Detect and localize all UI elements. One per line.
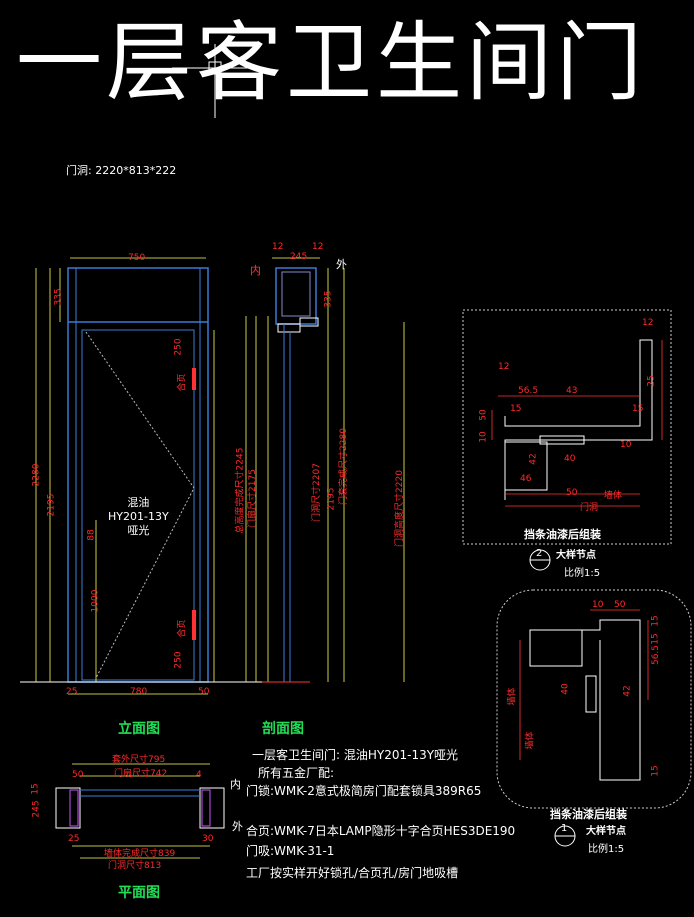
plan-in: 内 bbox=[230, 778, 241, 791]
plan-drawing bbox=[55, 763, 225, 859]
d1-caption: 挡条油漆后组装 bbox=[550, 808, 627, 821]
sec-v-2: 门扇尺寸2175 bbox=[247, 469, 258, 528]
d2-dim-11: 50 bbox=[566, 488, 578, 498]
d1-dim-2: 50 bbox=[614, 600, 626, 610]
plan-out: 外 bbox=[232, 820, 243, 833]
sec-top-3: 12 bbox=[312, 242, 324, 252]
d2-dim-13: 12 bbox=[498, 362, 510, 372]
note-1: 一层客卫生间门: 混油HY201-13Y哑光 bbox=[252, 748, 459, 762]
elev-mid-a: 88 bbox=[86, 529, 97, 541]
elev-bottom-3: 50 bbox=[198, 687, 210, 697]
plan-small-4: 50 bbox=[72, 770, 84, 780]
d1-dim-5: 15 bbox=[650, 765, 661, 777]
d2-dim-14: 10 bbox=[620, 440, 632, 450]
d1-dim-9: 墙体 bbox=[507, 687, 518, 706]
elev-hinge-top: 合页 bbox=[177, 373, 188, 392]
d1-dim-6: 56.5 bbox=[651, 644, 662, 666]
d2-caption: 挡条油漆后组装 bbox=[524, 528, 601, 541]
sec-top-1: 12 bbox=[272, 242, 284, 252]
elev-bottom-2: 780 bbox=[130, 687, 148, 697]
elev-height-3: 335 bbox=[53, 288, 64, 306]
page-title: 一层客卫生间门 bbox=[16, 13, 646, 113]
d2-dim-8: 42 bbox=[528, 453, 539, 465]
plan-small-2: 25 bbox=[68, 834, 80, 844]
note-3: 门锁:WMK-2意式极简房门配套锁具389R65 bbox=[246, 784, 482, 798]
note-6: 工厂按实样开好锁孔/合页孔/房门地吸槽 bbox=[246, 866, 459, 880]
sec-out: 外 bbox=[336, 258, 347, 271]
sec-v-6: 门洞高度尺寸2220 bbox=[394, 470, 405, 547]
plan-small-3: 30 bbox=[202, 834, 214, 844]
d2-dim-16: 门洞 bbox=[580, 503, 599, 513]
elev-mid-b: 1000 bbox=[90, 589, 101, 613]
note-4: 合页:WMK-7日本LAMP隐形十字合页HES3DE190 bbox=[246, 824, 516, 838]
sec-side: 335 bbox=[323, 290, 334, 308]
sec-top-2: 245 bbox=[290, 252, 308, 262]
d1-dim-1: 10 bbox=[592, 600, 604, 610]
d1-number: 1 bbox=[561, 823, 568, 834]
section-label: 剖面图 bbox=[262, 721, 304, 737]
elev-hinge-bottom: 合页 bbox=[177, 619, 188, 638]
elevation-drawing bbox=[20, 257, 260, 695]
sec-v-1: 总高度完成尺寸2245 bbox=[235, 447, 246, 534]
door-opening-size: 门洞: 2220*813*222 bbox=[66, 164, 177, 177]
plan-side-b: 245 bbox=[31, 800, 42, 818]
elev-finish-1: 混油 bbox=[127, 496, 150, 509]
elev-right-top: 250 bbox=[173, 338, 184, 356]
d2-node: 大样节点 bbox=[556, 550, 596, 561]
d2-dim-7: 10 bbox=[478, 431, 489, 443]
d2-dim-15: 25 bbox=[646, 375, 657, 387]
cad-crosshair bbox=[172, 44, 262, 118]
elev-height-2: 2195 bbox=[46, 493, 57, 517]
d1-dim-3: 15 bbox=[650, 615, 661, 627]
d2-dim-5: 15 bbox=[632, 404, 644, 414]
d2-scale: 比例1:5 bbox=[564, 568, 601, 579]
d2-dim-2: 56.5 bbox=[518, 386, 539, 396]
elev-finish-3: 哑光 bbox=[127, 524, 150, 537]
elev-finish: 混油 HY201-13Y 哑光 bbox=[108, 496, 169, 538]
d1-scale: 比例1:5 bbox=[588, 844, 625, 855]
elev-height-1: 2280 bbox=[31, 463, 42, 487]
d2-dim-1: 12 bbox=[642, 318, 654, 328]
elev-finish-2: HY201-13Y bbox=[108, 510, 169, 523]
sec-v-4: 门套完成尺寸2280 bbox=[338, 428, 349, 505]
d2-dim-10: 46 bbox=[520, 474, 532, 484]
d2-number: 2 bbox=[536, 548, 543, 559]
elev-bottom-1: 25 bbox=[66, 687, 78, 697]
detail-1-drawing bbox=[496, 589, 692, 847]
d1-dim-7: 40 bbox=[560, 683, 571, 695]
plan-top-2: 门扇尺寸742 bbox=[114, 769, 168, 779]
detail-2-drawing bbox=[462, 309, 672, 571]
elevation-label: 立面图 bbox=[118, 721, 160, 737]
plan-side-a: 15 bbox=[30, 783, 41, 795]
d1-dim-4: 15 bbox=[650, 633, 661, 645]
plan-label: 平面图 bbox=[118, 885, 160, 901]
d2-dim-3: 43 bbox=[566, 386, 578, 396]
d1-dim-8: 42 bbox=[622, 685, 633, 697]
plan-top-1: 套外尺寸795 bbox=[112, 755, 166, 765]
sec-v-3: 门洞尺寸2207 bbox=[311, 463, 322, 522]
d1-node: 大样节点 bbox=[586, 826, 626, 837]
d2-dim-9: 40 bbox=[564, 454, 576, 464]
d2-dim-6: 50 bbox=[478, 409, 489, 421]
note-2: 所有五金厂配: bbox=[258, 766, 335, 780]
d2-dim-4: 15 bbox=[510, 404, 522, 414]
elev-right-bottom: 250 bbox=[173, 651, 184, 669]
plan-bottom-2: 门洞尺寸813 bbox=[108, 861, 162, 871]
sec-in: 内 bbox=[250, 264, 261, 277]
section-drawing bbox=[245, 257, 405, 683]
plan-small-1: 4 bbox=[196, 770, 202, 780]
elev-top-width: 750 bbox=[128, 253, 146, 263]
plan-bottom-1: 墙体完成尺寸839 bbox=[104, 849, 176, 859]
sec-v-5: 2195 bbox=[326, 487, 337, 511]
d2-dim-12: 墙体 bbox=[604, 491, 623, 501]
note-5: 门吸:WMK-31-1 bbox=[246, 844, 335, 858]
d1-dim-10: 墙体 bbox=[525, 731, 536, 750]
